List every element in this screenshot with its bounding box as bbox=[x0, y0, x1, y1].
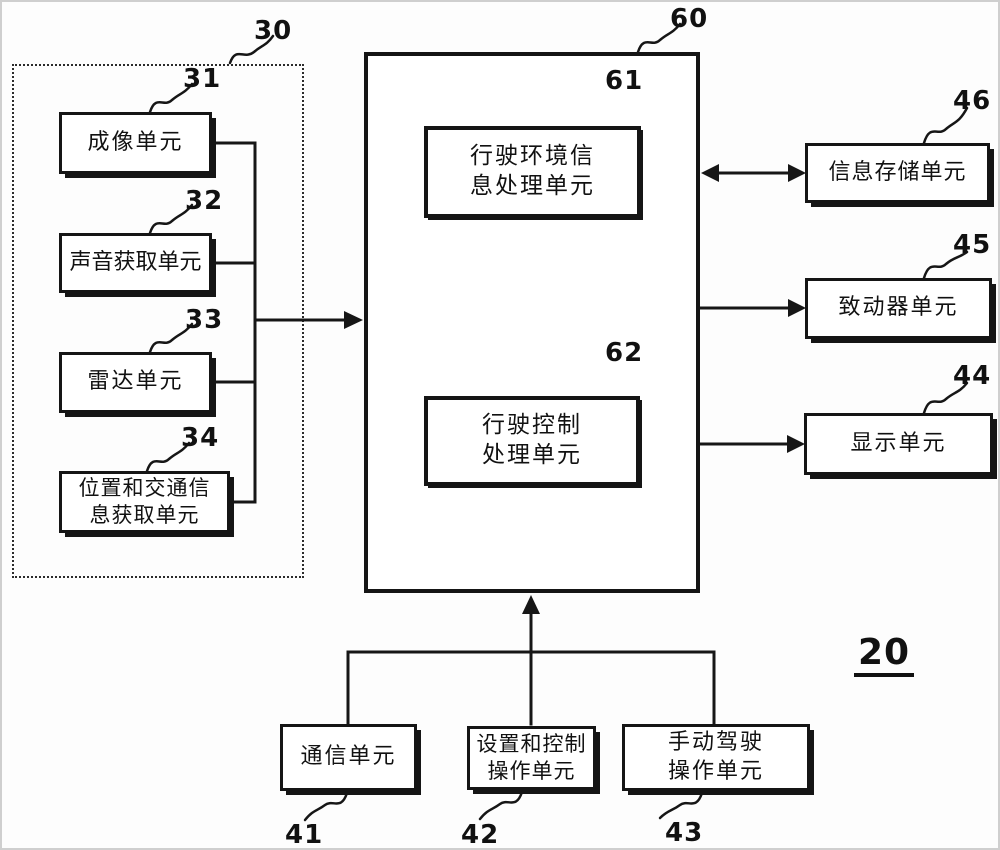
arrowhead-into-main-bottom bbox=[522, 595, 540, 614]
node-imaging-unit: 成像单元 bbox=[59, 112, 212, 174]
leader-squiggle-43 bbox=[658, 791, 704, 820]
ref-label-61: 61 bbox=[605, 66, 644, 96]
ref-label-60: 60 bbox=[670, 4, 709, 34]
node-sound-acquisition-unit: 声音获取单元 bbox=[59, 233, 212, 293]
node-communication-unit: 通信单元 bbox=[280, 724, 417, 791]
node-display-unit: 显示单元 bbox=[804, 413, 993, 475]
arrowhead-into-display bbox=[787, 435, 805, 453]
leader-squiggle-30 bbox=[228, 34, 275, 65]
arrowhead-into-main-from-storage bbox=[701, 164, 719, 182]
leader-squiggle-34 bbox=[145, 441, 191, 473]
node-radar-unit: 雷达单元 bbox=[59, 352, 212, 413]
ref-label-34: 34 bbox=[181, 423, 220, 453]
ref-label-41: 41 bbox=[285, 820, 324, 850]
ref-label-45: 45 bbox=[953, 230, 992, 260]
ref-label-32: 32 bbox=[185, 186, 224, 216]
arrowhead-into-actuator bbox=[788, 299, 806, 317]
ref-label-30: 30 bbox=[254, 16, 293, 46]
node-position-traffic-info-unit: 位置和交通信 息获取单元 bbox=[59, 471, 230, 533]
ref-label-43: 43 bbox=[665, 818, 704, 848]
leader-squiggle-31 bbox=[148, 82, 194, 114]
leader-squiggle-44 bbox=[922, 381, 969, 415]
ref-label-62: 62 bbox=[605, 338, 644, 368]
leader-squiggle-45 bbox=[922, 250, 969, 280]
leader-squiggle-33 bbox=[148, 322, 194, 354]
leader-squiggle-32 bbox=[148, 203, 194, 235]
node-actuator-unit: 致动器单元 bbox=[805, 278, 992, 339]
ref-label-33: 33 bbox=[185, 305, 224, 335]
node-manual-driving-operation-unit: 手动驾驶 操作单元 bbox=[622, 724, 810, 791]
ref-label-42: 42 bbox=[461, 820, 500, 850]
node-driving-environment-info-processing-unit: 行驶环境信 息处理单元 bbox=[424, 126, 641, 218]
leader-squiggle-60 bbox=[636, 22, 682, 54]
node-info-storage-unit: 信息存储单元 bbox=[805, 143, 990, 203]
ref-label-31: 31 bbox=[183, 64, 222, 94]
leader-squiggle-46 bbox=[922, 106, 969, 145]
leader-squiggle-41 bbox=[303, 791, 349, 822]
ref-label-46: 46 bbox=[953, 86, 992, 116]
ref-label-20-figure: 20 bbox=[854, 632, 915, 677]
leader-squiggle-42 bbox=[478, 790, 524, 821]
node-setting-control-operation-unit: 设置和控制 操作单元 bbox=[467, 726, 596, 790]
ref-label-44: 44 bbox=[953, 361, 992, 391]
arrowhead-into-storage bbox=[788, 164, 806, 182]
node-driving-control-processing-unit: 行驶控制 处理单元 bbox=[424, 396, 640, 486]
arrowhead-into-main bbox=[344, 311, 363, 329]
